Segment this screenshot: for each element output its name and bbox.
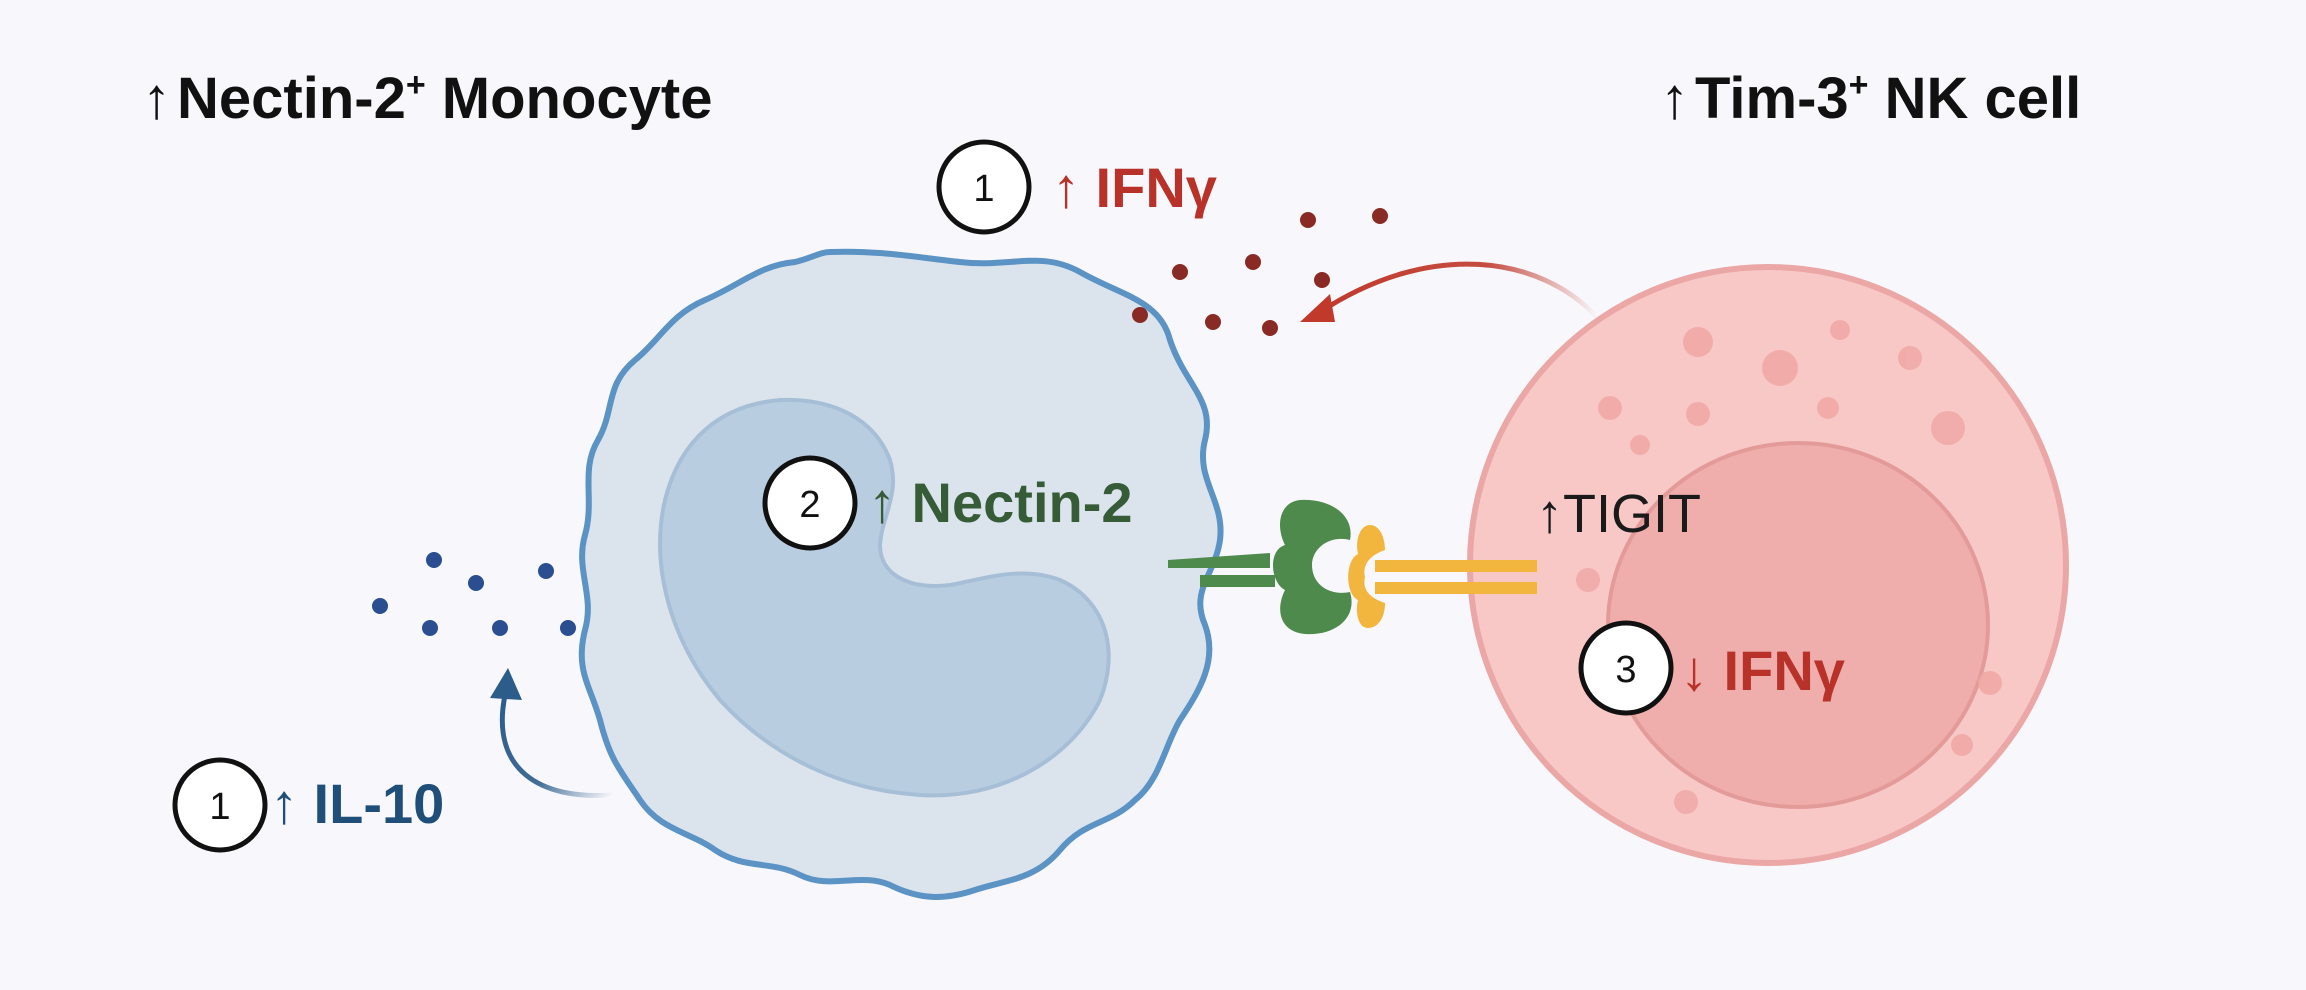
nk-granule (1762, 350, 1798, 386)
il10-dot (468, 575, 484, 591)
nk-granule (1951, 734, 1973, 756)
nectin2-stem-lower (1200, 575, 1275, 587)
tigit-label: ↑TIGIT (1536, 484, 1701, 544)
nk-granule (1978, 671, 2002, 695)
il10-cytokine-dots (372, 552, 576, 636)
tigit-stem (1375, 560, 1537, 572)
il10-dot (422, 620, 438, 636)
ifng-up-label: ↑ IFNγ (1052, 156, 1217, 219)
step-badge (936, 139, 1032, 235)
monocyte-title: ↑Nectin-2+ Monocyte (142, 66, 713, 131)
nk-granule (1817, 397, 1839, 419)
step-badge (172, 757, 268, 853)
nectin2-ligand (1168, 499, 1352, 635)
nk-granule (1683, 327, 1713, 357)
il10-dot (426, 552, 442, 568)
nk-granule (1931, 411, 1965, 445)
step-badge (1578, 620, 1674, 716)
il10-annotation: 1 ↑ IL-10 (172, 757, 444, 853)
nk-granule (1630, 435, 1650, 455)
il10-dot (372, 598, 388, 614)
il10-arrowhead (490, 668, 522, 700)
nk-granule (1898, 346, 1922, 370)
il10-dot (492, 620, 508, 636)
monocyte-title-main: Nectin-2 (177, 66, 406, 131)
nk-title-tail: NK cell (1869, 66, 2082, 131)
step-badge-number: 3 (1615, 649, 1636, 691)
nk-granule (1598, 396, 1622, 420)
il10-dot (560, 620, 576, 636)
monocyte-title-tail: Monocyte (426, 66, 713, 131)
il10-label: ↑ IL-10 (270, 772, 444, 835)
nk-title-arrow: ↑ (1660, 66, 1689, 131)
ifng-dot (1132, 307, 1148, 323)
monocyte-cell (578, 248, 1224, 900)
ifng-dot (1262, 320, 1278, 336)
il10-dot (538, 563, 554, 579)
ifng-arrowhead (1300, 294, 1335, 322)
ifng-secretion-arrow (1318, 261, 1600, 320)
il10-secretion-arrow (499, 694, 613, 799)
nectin2-annotation: 2 ↑ Nectin-2 (762, 455, 1133, 551)
step-badge-number: 1 (209, 786, 230, 828)
ifng-dot (1172, 264, 1188, 280)
tigit-stem-lower (1375, 582, 1537, 594)
tigit-receptor (1348, 525, 1537, 628)
nk-title-sup: + (1849, 66, 1869, 104)
tigit-head (1348, 525, 1385, 628)
nk-title-main: Tim-3 (1695, 66, 1849, 131)
nectin2-head (1272, 499, 1352, 635)
nectin2-stem (1168, 553, 1270, 568)
nk-granule (1830, 320, 1850, 340)
nk-cell (1467, 264, 2069, 866)
ifng-down-annotation: 3 ↓ IFNγ (1578, 620, 1845, 716)
monocyte-title-sup: + (406, 66, 426, 104)
monocyte-title-arrow: ↑ (142, 66, 171, 131)
nectin2-label: ↑ Nectin-2 (868, 471, 1133, 534)
nk-granule (1686, 402, 1710, 426)
step-badge-number: 2 (799, 484, 820, 526)
nk-cell-title: ↑Tim-3+ NK cell (1660, 66, 2081, 131)
ifng-cytokine-dots (1132, 208, 1388, 336)
ifng-dot (1372, 208, 1388, 224)
ifng-up-annotation: 1 ↑ IFNγ (936, 139, 1217, 235)
step-badge-number: 1 (973, 168, 994, 210)
ifng-dot (1300, 212, 1316, 228)
ifng-dot (1205, 314, 1221, 330)
nk-granule (1674, 790, 1698, 814)
ifng-dot (1245, 254, 1261, 270)
ifng-down-label: ↓ IFNγ (1680, 639, 1845, 702)
step-badge (762, 455, 858, 551)
ifng-dot (1314, 272, 1330, 288)
nk-granule (1576, 568, 1600, 592)
